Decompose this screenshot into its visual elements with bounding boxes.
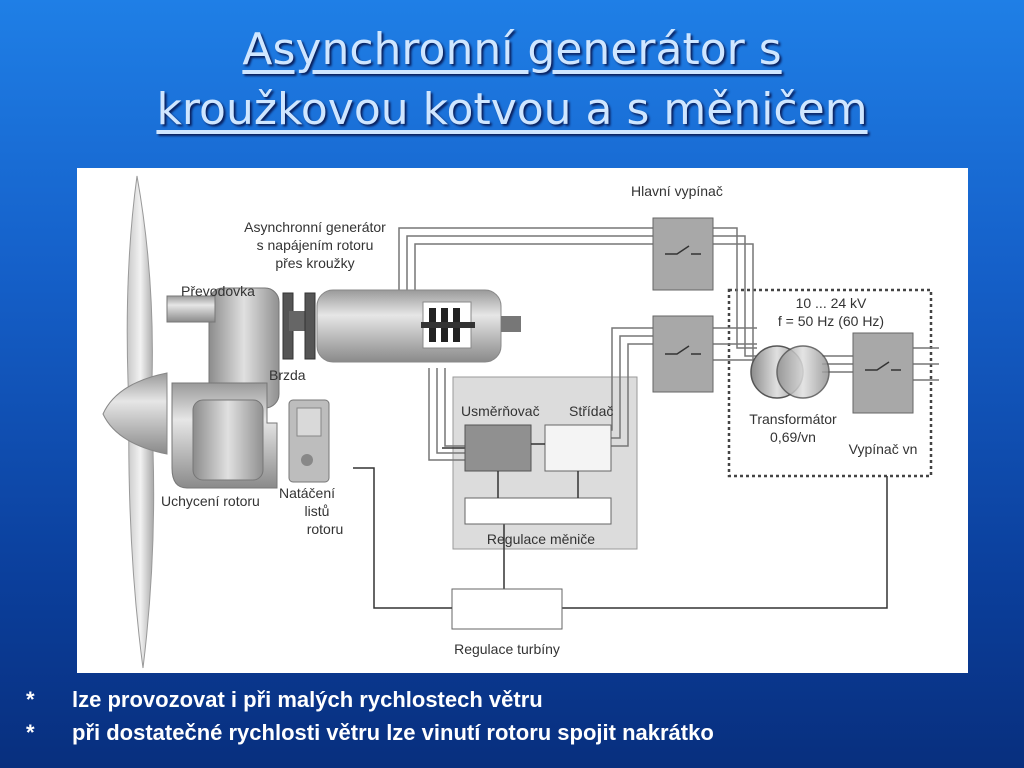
bullet-item: * při dostatečné rychlosti větru lze vin…	[26, 716, 1016, 749]
pitch-actuator-knob	[301, 454, 313, 466]
inverter-box	[544, 424, 612, 472]
transformer-label-line-2: 0,69/vn	[770, 429, 816, 445]
pitch-actuator-panel	[296, 407, 322, 437]
voltage-label: 10 ... 24 kV	[796, 295, 867, 311]
pitch-label-line-3: rotoru	[307, 521, 344, 537]
converter-control-label: Regulace měniče	[487, 531, 595, 547]
main-switch-upper	[652, 217, 714, 291]
gearbox-shaft	[166, 295, 216, 323]
inverter-label: Střídač	[569, 403, 613, 419]
brake-disc-right	[304, 292, 316, 360]
generator-label-line-2: s napájením rotoru	[257, 237, 374, 253]
rectifier-box	[464, 424, 532, 472]
main-switch-lower-symbol	[665, 345, 701, 355]
frequency-label: f = 50 Hz (60 Hz)	[778, 313, 884, 329]
pitch-label-line-1: Natáčení	[279, 485, 335, 501]
slide-title: Asynchronní generátor s kroužkovou kotvo…	[0, 20, 1024, 140]
rectifier-label: Usměrňovač	[461, 403, 540, 419]
turbine-control-label: Regulace turbíny	[454, 641, 560, 657]
gearbox-label: Převodovka	[181, 283, 255, 299]
pitch-label-line-2: listů	[305, 503, 330, 519]
hv-switch-symbol	[865, 361, 901, 371]
transformer-label-line-1: Transformátor	[749, 411, 837, 427]
slip-ring-shaft	[421, 322, 475, 328]
main-switch-label: Hlavní vypínač	[631, 183, 723, 199]
bullet-text: při dostatečné rychlosti větru lze vinut…	[72, 719, 714, 745]
hv-switch	[852, 332, 914, 414]
generator-shaft	[501, 316, 521, 332]
grid-connection-frame	[727, 288, 933, 478]
slide-title-line-1: Asynchronní generátor s	[242, 24, 782, 75]
converter-control-links	[497, 471, 579, 498]
bullet-marker: *	[26, 719, 35, 745]
turbine-control-box	[451, 588, 563, 630]
brake-label: Brzda	[269, 367, 306, 383]
generator-label-line-3: přes kroužky	[275, 255, 354, 271]
bullet-item: * lze provozovat i při malých rychlostec…	[26, 683, 1016, 716]
rotor-hub	[102, 372, 168, 455]
generator-label-line-1: Asynchronní generátor	[244, 219, 386, 235]
power-wiring	[398, 227, 939, 461]
diagram-panel: Asynchronní generátor s napájením rotoru…	[77, 168, 968, 673]
transformer-secondary-coil	[776, 345, 830, 399]
bullet-text: lze provozovat i při malých rychlostech …	[72, 686, 543, 712]
bullet-list: * lze provozovat i při malých rychlostec…	[26, 683, 1016, 749]
hv-switch-label: Vypínač vn	[849, 441, 918, 457]
rotor-mount-housing	[192, 399, 264, 481]
slide-title-line-2: kroužkovou kotvou a s měničem	[156, 84, 868, 135]
converter-control-box	[464, 497, 612, 525]
wind-turbine-diagram: Asynchronní generátor s napájením rotoru…	[102, 175, 939, 669]
main-switch-lower	[652, 315, 714, 393]
bullet-marker: *	[26, 686, 35, 712]
main-switch-upper-symbol	[665, 245, 701, 255]
rotor-mount-label: Uchycení rotoru	[161, 493, 260, 509]
